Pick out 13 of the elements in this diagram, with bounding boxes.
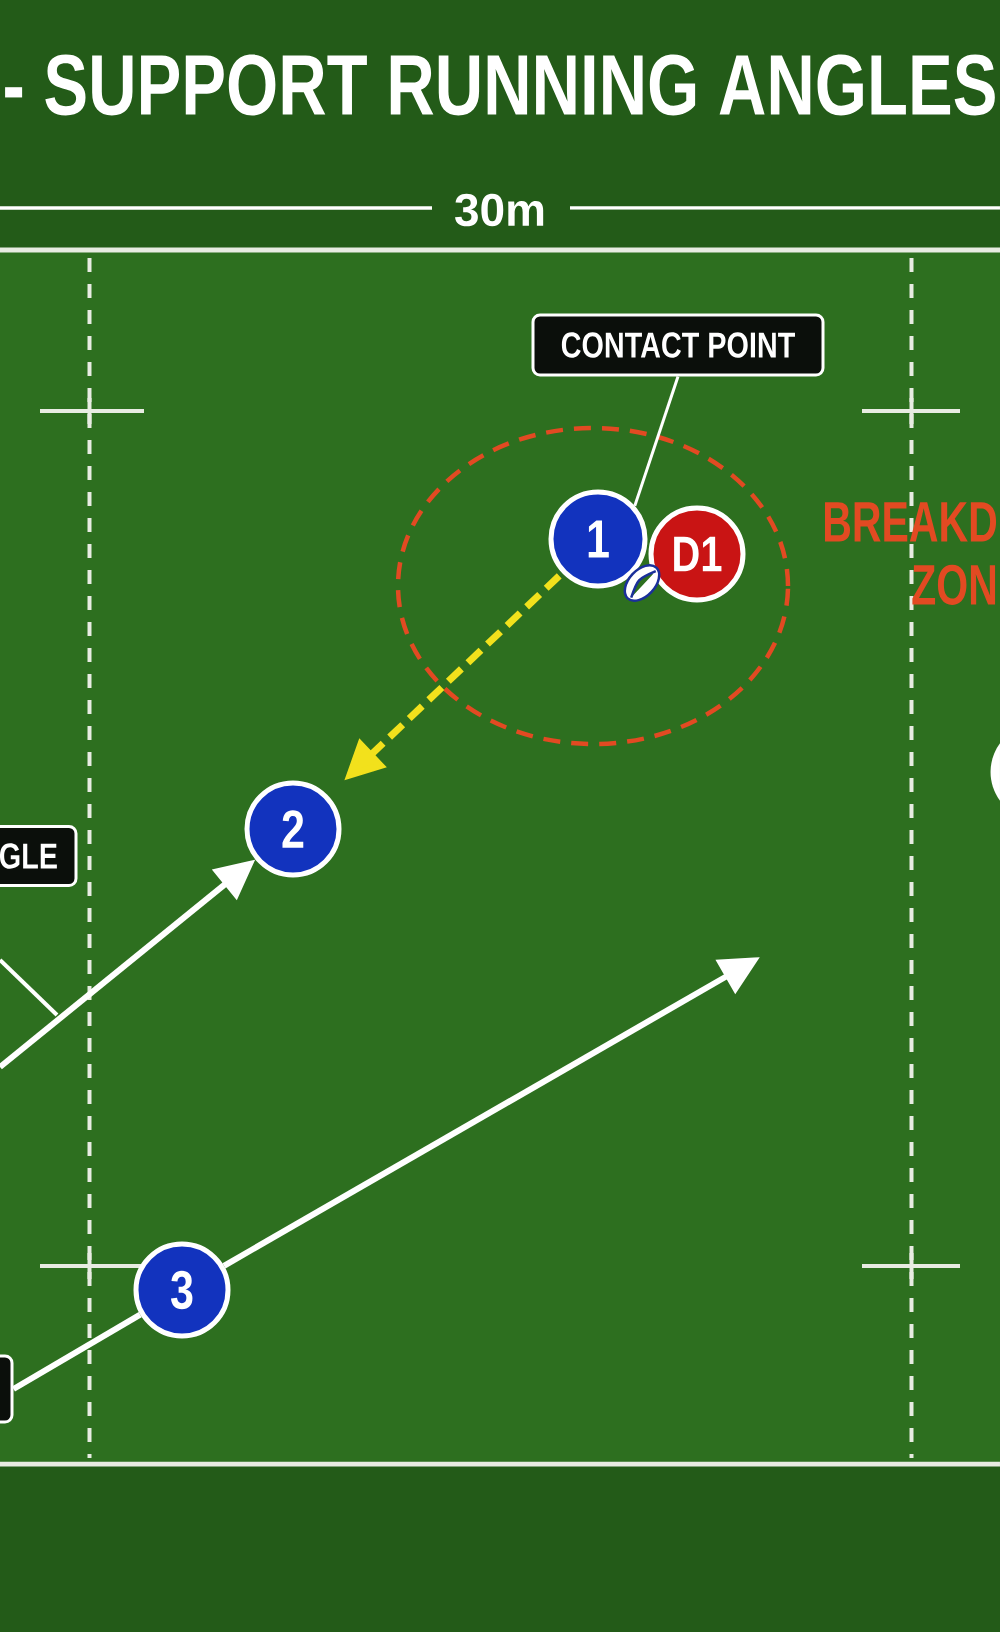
title: - SUPPORT RUNNING ANGLES	[5, 54, 995, 116]
callout-box: GLE	[0, 825, 78, 887]
player-token: D1	[648, 505, 746, 603]
player-token	[990, 743, 1000, 801]
player-token: 2	[244, 780, 342, 878]
leader-line	[633, 376, 680, 507]
callout-box	[0, 1354, 14, 1424]
leader-line	[11, 1312, 142, 1392]
player-token: 1	[548, 489, 648, 589]
callout-box: CONTACT POINT	[531, 313, 825, 377]
player-token: 3	[133, 1241, 231, 1339]
zone-label: BREAKD ZON	[825, 502, 997, 605]
dimension-label: 30m	[455, 193, 544, 227]
